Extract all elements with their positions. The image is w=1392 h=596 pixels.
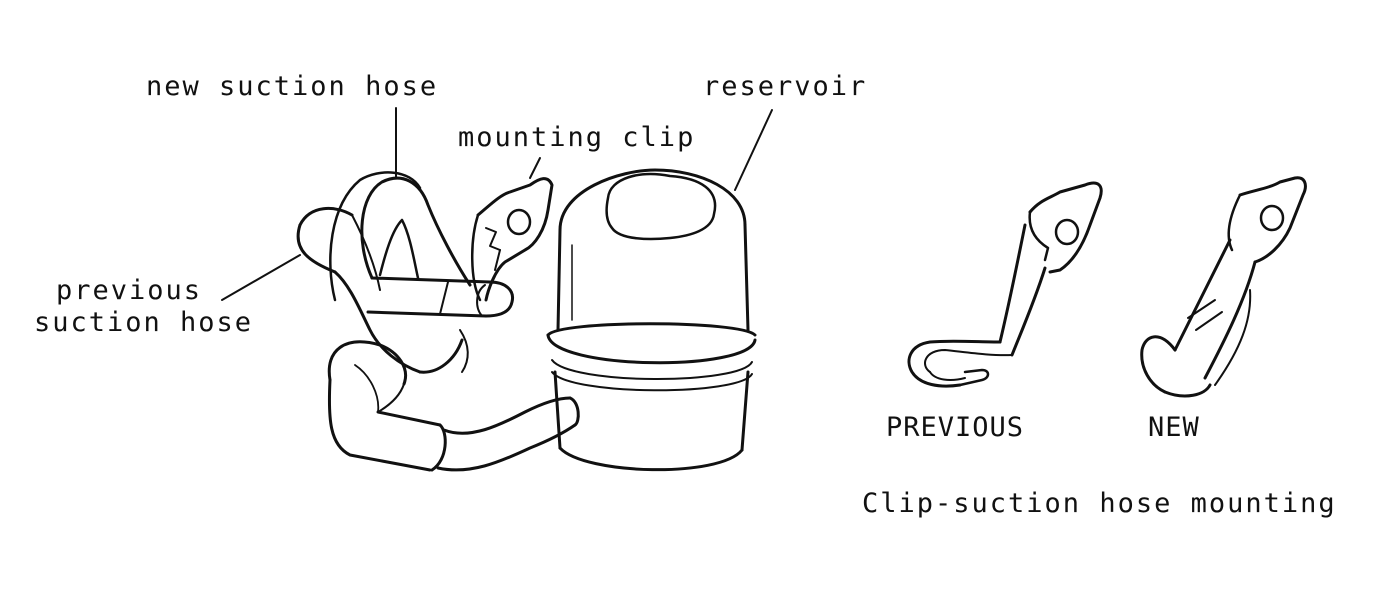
label-previous-line2: suction hose (34, 307, 254, 338)
figure-caption: Clip-suction hose mounting (862, 488, 1337, 519)
mounting-clip-assembled (459, 177, 554, 373)
leader-clip (529, 157, 541, 179)
label-mounting-clip: mounting clip (458, 122, 696, 153)
previous-suction-hose (296, 206, 464, 374)
label-clip-new: NEW (1148, 412, 1200, 443)
leader-previous-hose (221, 254, 301, 301)
leader-reservoir (734, 109, 773, 191)
label-previous-line1: previous (56, 275, 203, 306)
label-new-suction-hose: new suction hose (146, 71, 439, 102)
leader-lines (221, 107, 773, 301)
new-suction-hose (329, 171, 515, 318)
label-clip-previous: PREVIOUS (886, 412, 1025, 443)
label-reservoir: reservoir (703, 71, 868, 102)
return-hose (327, 340, 580, 472)
previous-clip-detail (907, 181, 1103, 388)
reservoir-tank (546, 168, 757, 472)
new-clip-detail (1140, 176, 1307, 398)
